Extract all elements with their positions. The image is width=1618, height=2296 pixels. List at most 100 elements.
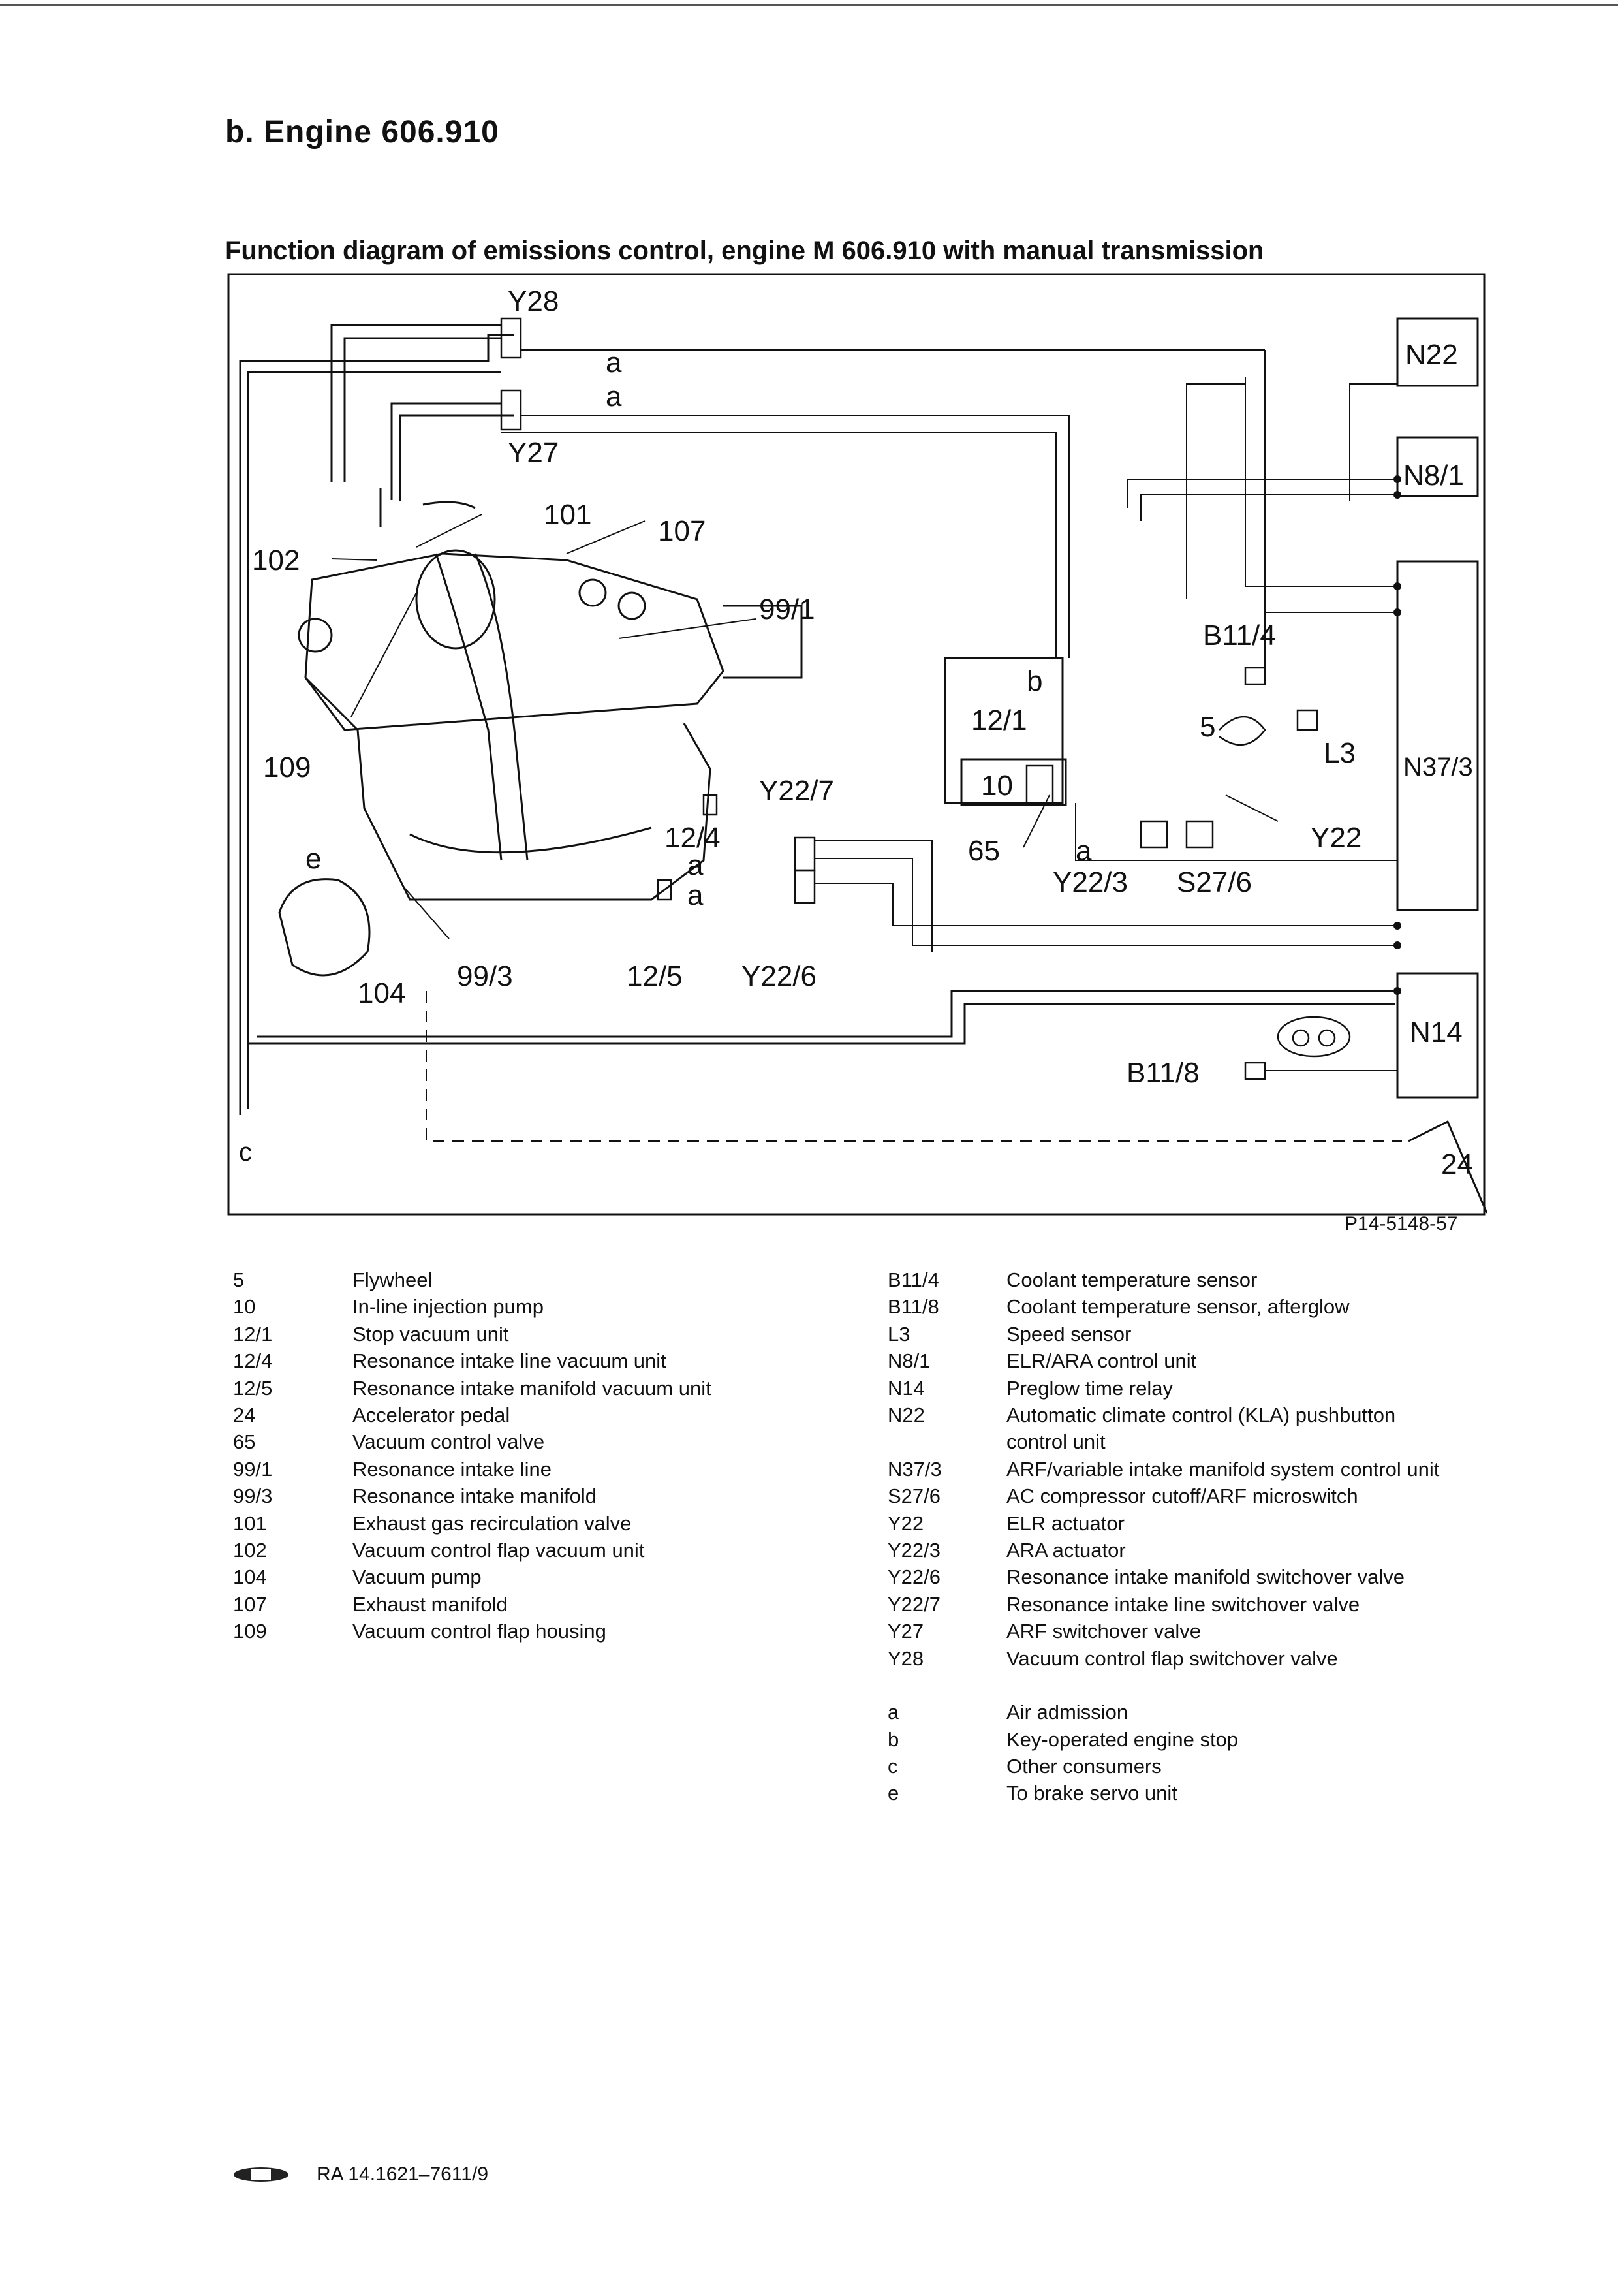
label-102: 102 [252,544,300,576]
line-bottom2 [257,990,1395,1038]
vacuum-unit-12-4 [702,794,718,816]
line-y22-3 [1075,803,1397,861]
label-b11-8: B11/8 [1127,1057,1200,1089]
line-y27 [390,402,501,500]
gauge-cluster [1277,1016,1351,1058]
line-y28b [343,337,501,482]
line-c-left2 [239,334,514,1115]
valve-65 [1025,764,1054,806]
top-rule [0,4,1618,6]
pump-frame [944,657,1064,804]
n22-box [1396,317,1479,387]
line-mid-y27 [501,432,1057,658]
label-c: c [239,1138,252,1167]
label-l3: L3 [1324,737,1356,769]
footer: RA 14.1621–7611/9 [232,2163,488,2186]
y22-6-valve [794,869,816,904]
n37-3-box [1396,560,1479,911]
label-n8-1: N8/1 [1403,460,1464,492]
section-heading: b. Engine 606.910 [225,115,499,149]
label-b: b [1027,665,1042,697]
line-c-left [247,371,501,1109]
injection-pump [960,758,1067,806]
y22-7-valve [794,836,816,872]
line-accelerator [426,991,1402,1142]
label-b11-4: B11/4 [1203,620,1276,652]
label-n37-3: N37/3 [1403,753,1473,781]
y28-valve [500,317,522,359]
publisher-logo-icon [234,2167,288,2182]
accelerator-pedal [1408,1120,1487,1214]
label-n14: N14 [1410,1016,1463,1048]
label-y22-6: Y22/6 [741,960,817,992]
label-5: 5 [1200,711,1215,743]
footer-code: RA 14.1621–7611/9 [317,2163,489,2185]
line-y22-7 [815,840,933,952]
line-y27b [399,414,514,501]
label-24: 24 [1441,1148,1473,1180]
flywheel-5 [1219,716,1266,746]
legend-row: control unit [1006,1430,1106,1454]
sensor-b11-8 [1244,1062,1266,1080]
line-n22-3 [1349,383,1397,501]
label-n22: N22 [1405,339,1458,371]
engine-drawing [278,501,803,977]
line-bottom [248,1003,1395,1045]
actuator-y22-3 [1140,820,1168,849]
label-y22: Y22 [1311,822,1361,854]
label-y28: Y28 [508,285,559,317]
line-n8 [1127,479,1397,508]
y27-valve [500,389,522,431]
label-y22-7: Y22/7 [759,775,834,807]
label-109: 109 [263,751,311,783]
label-y27: Y27 [508,437,559,469]
label-a3: a [687,849,704,881]
diagram-frame [227,273,1486,1216]
n8-1-box [1396,436,1479,497]
line-n22-2 [1186,383,1245,599]
sensor-l3 [1296,709,1318,731]
label-s27-6: S27/6 [1177,866,1252,898]
label-104: 104 [358,977,405,1009]
label-y22-3: Y22/3 [1053,866,1128,898]
label-e: e [305,843,321,875]
diagram-title: Function diagram of emissions control, e… [225,236,1264,265]
label-12-1: 12/1 [971,704,1027,736]
label-12-5: 12/5 [627,960,683,992]
label-a5: a [1076,835,1092,867]
label-107: 107 [658,515,706,547]
switch-s27-6 [1185,820,1214,849]
function-diagram: Y28 Y27 a a 101 107 102 99/1 109 Y22/7 1… [227,273,1487,1216]
label-a2: a [606,381,622,413]
